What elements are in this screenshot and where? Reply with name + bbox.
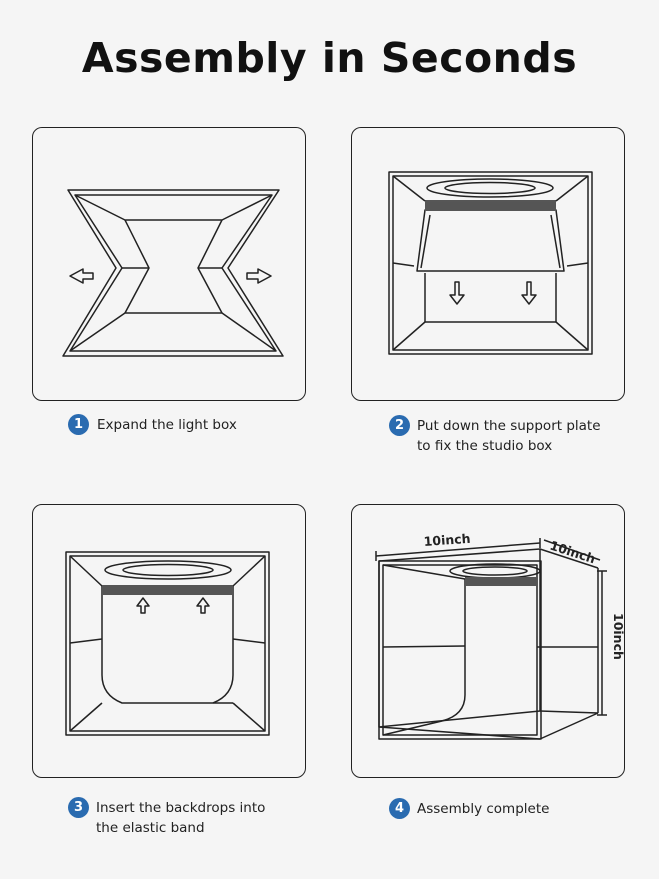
step-number-badge: 1 bbox=[68, 414, 89, 435]
arrow-up-icon bbox=[196, 597, 210, 614]
arrow-left-icon bbox=[69, 268, 94, 284]
width-dimension-label: 10inch bbox=[423, 531, 471, 549]
arrow-down-icon bbox=[449, 281, 465, 305]
page-title: Assembly in Seconds bbox=[81, 34, 578, 82]
arrow-down-icon bbox=[521, 281, 537, 305]
depth-dimension-label: 10inch bbox=[548, 538, 597, 567]
assembled-box-illustration: 10inch 10inch 10inch bbox=[375, 531, 625, 740]
step-3-text-line-2: the elastic band bbox=[96, 820, 205, 836]
step-3-text-line-1: Insert the backdrops into bbox=[96, 800, 266, 816]
expanded-box-illustration bbox=[62, 189, 284, 357]
step-4-panel: 10inch 10inch 10inch bbox=[351, 504, 625, 778]
depth-dimension-line bbox=[543, 539, 601, 561]
step-2-panel bbox=[351, 127, 625, 401]
support-plate-illustration bbox=[388, 171, 593, 355]
step-1-text: Expand the light box bbox=[97, 417, 237, 433]
step-number-badge: 3 bbox=[68, 797, 89, 818]
width-dimension-line bbox=[375, 542, 541, 557]
height-dimension-label: 10inch bbox=[611, 613, 625, 660]
step-2-text-line-1: Put down the support plate bbox=[417, 418, 601, 434]
step-4-text: Assembly complete bbox=[417, 801, 550, 817]
step-number-badge: 4 bbox=[389, 798, 410, 819]
step-3-panel bbox=[32, 504, 306, 778]
step-2-text-line-2: to fix the studio box bbox=[417, 438, 553, 454]
step-1-panel bbox=[32, 127, 306, 401]
arrow-up-icon bbox=[136, 597, 150, 614]
arrow-right-icon bbox=[246, 268, 272, 284]
step-number-badge: 2 bbox=[389, 415, 410, 436]
backdrop-insert-illustration bbox=[65, 551, 270, 736]
